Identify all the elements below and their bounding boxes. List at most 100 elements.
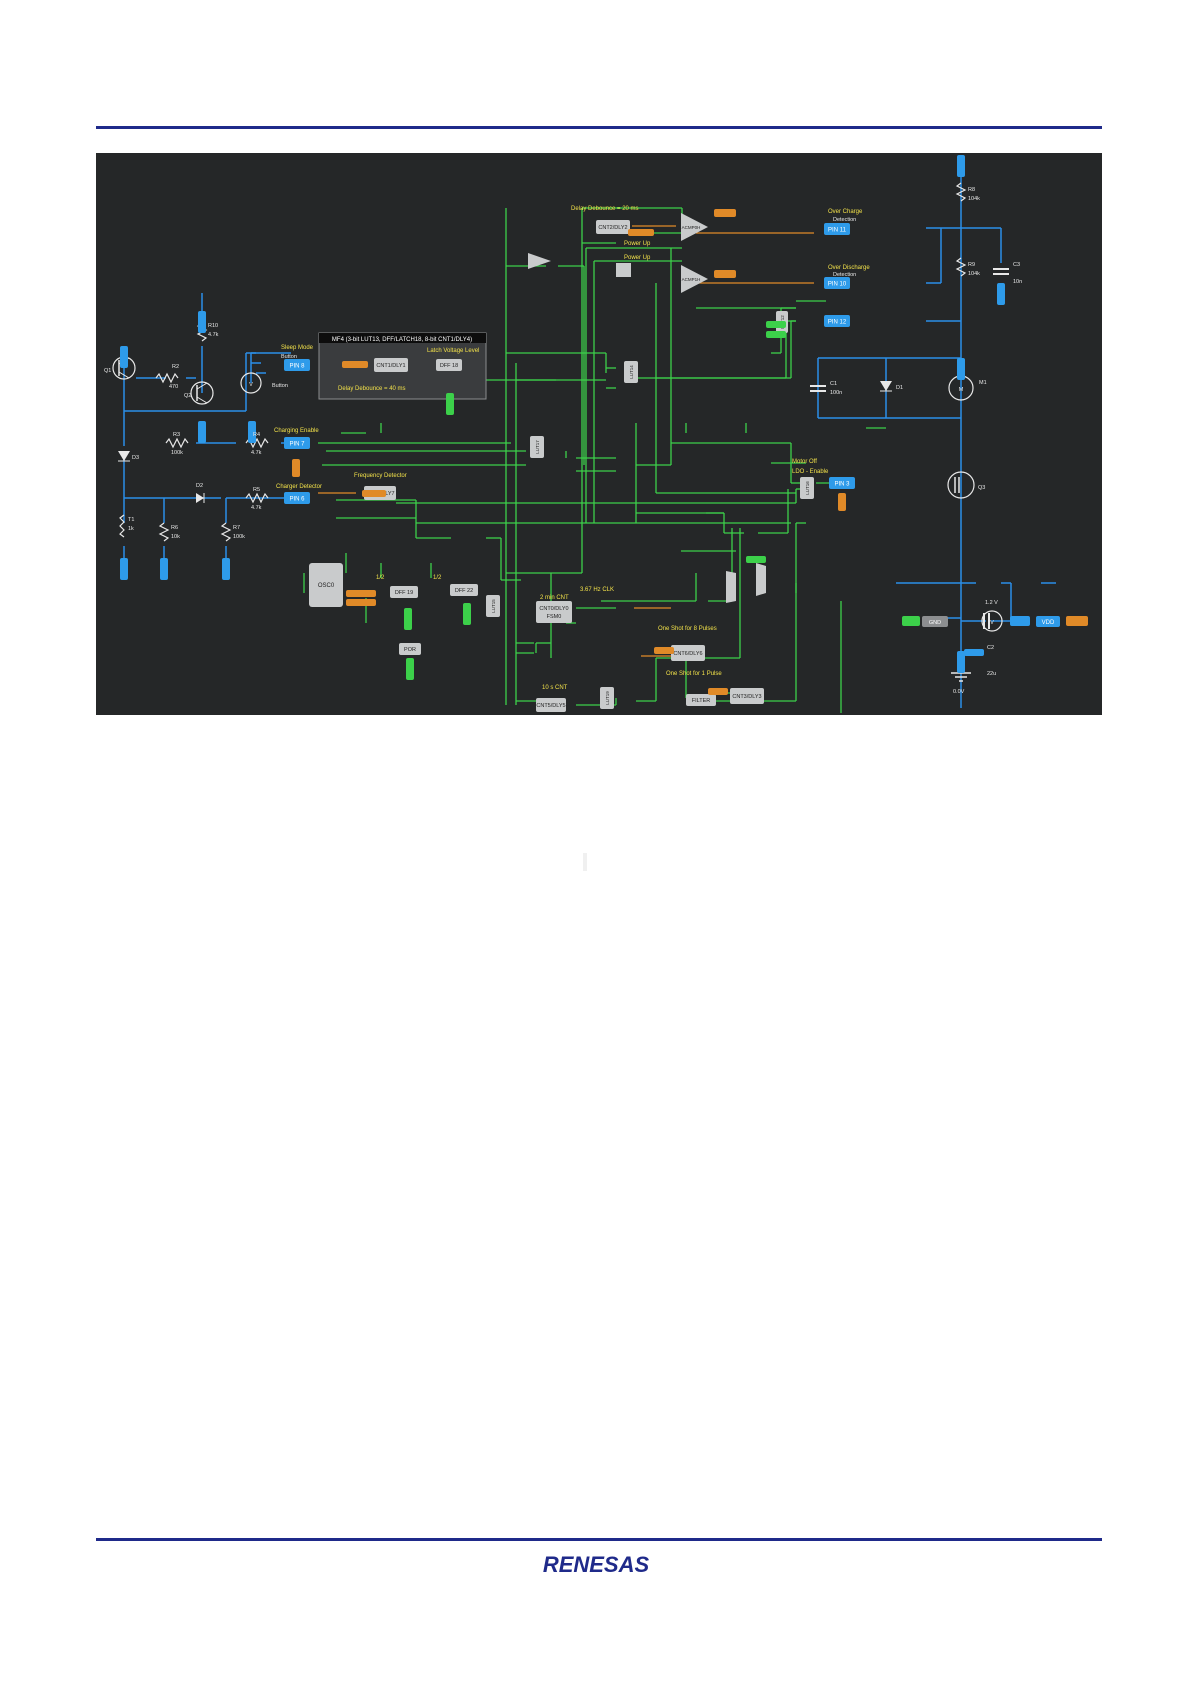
pin-6[interactable]: PIN 6 [284, 492, 310, 504]
vdd-block[interactable]: VDD [1036, 616, 1060, 627]
label-half-2: 1/2 [433, 575, 442, 581]
capacitor-c3 [993, 268, 1009, 275]
zener-d3 [118, 451, 130, 462]
label-meter-symbol: V [249, 382, 253, 388]
pin-11-label: PIN 11 [828, 228, 847, 234]
label-c3-value: 10n [1013, 279, 1022, 285]
pin-7[interactable]: PIN 7 [284, 437, 310, 449]
tag-chips [120, 155, 1088, 695]
label-button-2: Button [281, 354, 297, 360]
resistor-zigzags [119, 182, 967, 542]
renesas-logo: RENESAS [0, 1550, 1192, 1585]
lut15-block[interactable]: LUT15 [486, 595, 500, 617]
label-button: Button [272, 383, 288, 389]
lut14-label: LUT14 [629, 365, 634, 379]
label-c2-value: 22u [987, 671, 996, 677]
label-motor-symbol: M [959, 387, 964, 393]
pin-3-label: PIN 3 [834, 482, 850, 488]
label-delay-40: Delay Debounce = 40 ms [338, 386, 406, 392]
label-clk: 3.67 Hz CLK [580, 587, 614, 593]
pin-8[interactable]: PIN 8 [284, 359, 310, 371]
label-r9-value: 104k [968, 271, 980, 277]
mux-block[interactable] [726, 571, 736, 603]
lut17-block[interactable]: LUT17 [530, 436, 544, 458]
page-marker [583, 853, 587, 871]
pin-12[interactable]: PIN 12 [824, 315, 850, 327]
pin-11[interactable]: PIN 11 [824, 223, 850, 235]
lut15-label: LUT15 [491, 599, 496, 613]
component-labels: Button Button Detection Detection Q1 Q2 … [104, 187, 1022, 695]
lut17-label: LUT17 [535, 440, 540, 454]
label-r4-value: 4.7k [251, 450, 262, 456]
annotation-labels: Sleep Mode Latch Voltage Level Delay Deb… [274, 206, 870, 691]
label-source-voltage: 1.2 V [985, 600, 998, 606]
label-c2: C2 [987, 645, 994, 651]
label-over-discharge: Over Discharge [828, 265, 870, 271]
label-charger-detector: Charger Detector [276, 484, 322, 490]
label-r5-value: 4.7k [251, 505, 262, 511]
pin-7-label: PIN 7 [289, 442, 305, 448]
cnt0-label: CNT0/DLY0 [539, 606, 568, 612]
dff18-block[interactable]: DFF 18 [436, 359, 462, 371]
label-ldo-enable: LDO - Enable [792, 469, 829, 475]
acmp0-label: ACMP0H [682, 225, 701, 230]
label-t1: T1 [128, 517, 134, 523]
por-block[interactable]: POR [399, 643, 421, 655]
voltage-source [981, 610, 1003, 632]
label-r3: R3 [173, 432, 180, 438]
label-cnt-2min: 2 min CNT [540, 595, 569, 601]
cnt0-block[interactable]: CNT0/DLY0 FSM0 [536, 601, 572, 623]
label-half-1: 1/2 [376, 575, 385, 581]
lut19-block[interactable]: LUT19 [600, 687, 614, 709]
dff18-label: DFF 18 [440, 363, 458, 369]
logo-text: RENESAS [543, 1552, 650, 1577]
pin-10[interactable]: PIN 10 [824, 277, 850, 289]
lut16-block[interactable]: LUT16 [800, 477, 814, 499]
osc0-block[interactable]: OSC0 [309, 563, 343, 607]
label-delay-20: Delay Debounce = 20 ms [571, 206, 639, 212]
label-r8: R8 [968, 187, 975, 193]
label-latch-voltage: Latch Voltage Level [427, 348, 479, 354]
mosfet-q3 [947, 471, 975, 499]
cnt6-block[interactable]: CNT6/DLY6 [671, 645, 705, 661]
acmp1-comparator[interactable]: ACMP1H [681, 265, 708, 293]
label-power-up-1: Power Up [624, 241, 651, 247]
dff22-block[interactable]: DFF 22 [450, 584, 478, 596]
capacitor-c1 [810, 385, 826, 392]
footer-rule [96, 1538, 1102, 1541]
dff19-block[interactable]: DFF 19 [390, 586, 418, 598]
label-over-charge: Over Charge [828, 209, 863, 215]
gnd-block[interactable]: GND [922, 616, 948, 627]
label-r2-value: 470 [169, 384, 178, 390]
acmp0-comparator[interactable]: ACMP0H [681, 213, 708, 241]
cnt2-block[interactable]: CNT2/DLY2 [596, 220, 630, 234]
por-label: POR [404, 647, 416, 653]
label-r5: R5 [253, 487, 260, 493]
pin-12-label: PIN 12 [828, 320, 847, 326]
buffer-block[interactable] [528, 253, 551, 269]
diode-d1 [880, 381, 892, 392]
label-ground-value: 0.0V [953, 689, 965, 695]
label-m1: M1 [979, 380, 987, 386]
lut19-label: LUT19 [605, 691, 610, 705]
label-r10: R10 [208, 323, 218, 329]
header-rule [96, 126, 1102, 129]
cnt6-label: CNT6/DLY6 [673, 651, 702, 657]
cnt5-block[interactable]: CNT5/DLY5 [536, 698, 566, 712]
lut-pwr-block[interactable] [616, 263, 631, 277]
label-r7: R7 [233, 525, 240, 531]
pin-3[interactable]: PIN 3 [829, 477, 855, 489]
label-q2: Q2 [184, 393, 191, 399]
mux-block-2[interactable] [756, 563, 766, 596]
dff19-label: DFF 19 [395, 590, 413, 596]
cnt3-block[interactable]: CNT3/DLY3 [730, 688, 764, 704]
filter-block[interactable]: FILTER [686, 694, 716, 706]
label-c1: C1 [830, 381, 837, 387]
fsm0-label: FSM0 [547, 614, 562, 620]
label-cnt-10s: 10 s CNT [542, 685, 568, 691]
label-r8-value: 104k [968, 196, 980, 202]
label-c3: C3 [1013, 262, 1020, 268]
cnt1-block[interactable]: CNT1/DLY1 [374, 358, 408, 372]
lut14-block[interactable]: LUT14 [624, 361, 638, 383]
label-r4: R4 [253, 432, 260, 438]
